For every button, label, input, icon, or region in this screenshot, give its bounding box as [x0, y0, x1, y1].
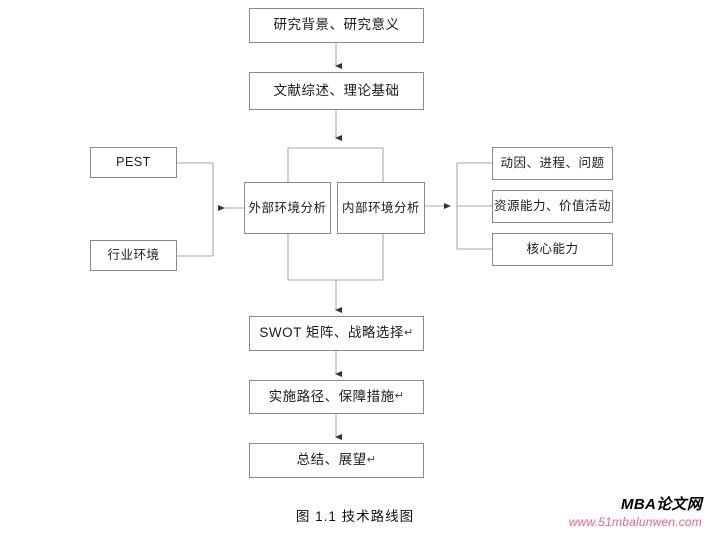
node-internal-environment-analysis: 内部环境分析 — [337, 182, 425, 234]
node-label: PEST — [116, 155, 151, 169]
watermark-title: MBA论文网 — [621, 496, 702, 513]
node-label: 资源能力、价值活动 — [493, 199, 611, 213]
watermark-url: www.51mbalunwen.com — [568, 514, 702, 529]
node-pest: PEST — [90, 147, 177, 178]
node-core-competence: 核心能力 — [492, 233, 613, 266]
node-motivation-process-problems: 动因、进程、问题 — [492, 147, 613, 180]
node-label: 内部环境分析 — [341, 200, 420, 215]
paragraph-mark-icon: ↵ — [366, 453, 377, 466]
figure-caption: 图 1.1 技术路线图 — [295, 509, 415, 524]
node-resource-capability-value-activities: 资源能力、价值活动 — [492, 190, 613, 223]
node-label: 核心能力 — [526, 242, 579, 256]
node-swot-strategy-selection: SWOT 矩阵、战略选择↵ — [249, 316, 424, 351]
node-implementation-path: 实施路径、保障措施↵ — [249, 380, 424, 414]
node-summary-outlook: 总结、展望↵ — [249, 443, 424, 478]
node-label: 文献综述、理论基础 — [273, 82, 400, 98]
node-label: 动因、进程、问题 — [500, 156, 605, 170]
node-label: 外部环境分析 — [248, 200, 327, 215]
node-research-background: 研究背景、研究意义 — [249, 8, 424, 43]
node-literature-review: 文献综述、理论基础 — [249, 72, 424, 110]
node-label: 总结、展望 — [296, 452, 367, 468]
node-label: 行业环境 — [107, 248, 160, 262]
node-label: 实施路径、保障措施 — [268, 388, 395, 404]
watermark: MBA论文网 www.51mbalunwen.com — [568, 496, 702, 529]
node-industry-environment: 行业环境 — [90, 240, 177, 271]
paragraph-mark-icon: ↵ — [394, 390, 405, 403]
paragraph-mark-icon: ↵ — [403, 326, 414, 339]
node-external-environment-analysis: 外部环境分析 — [244, 182, 331, 234]
node-label: SWOT 矩阵、战略选择 — [259, 325, 404, 341]
node-label: 研究背景、研究意义 — [273, 17, 400, 33]
